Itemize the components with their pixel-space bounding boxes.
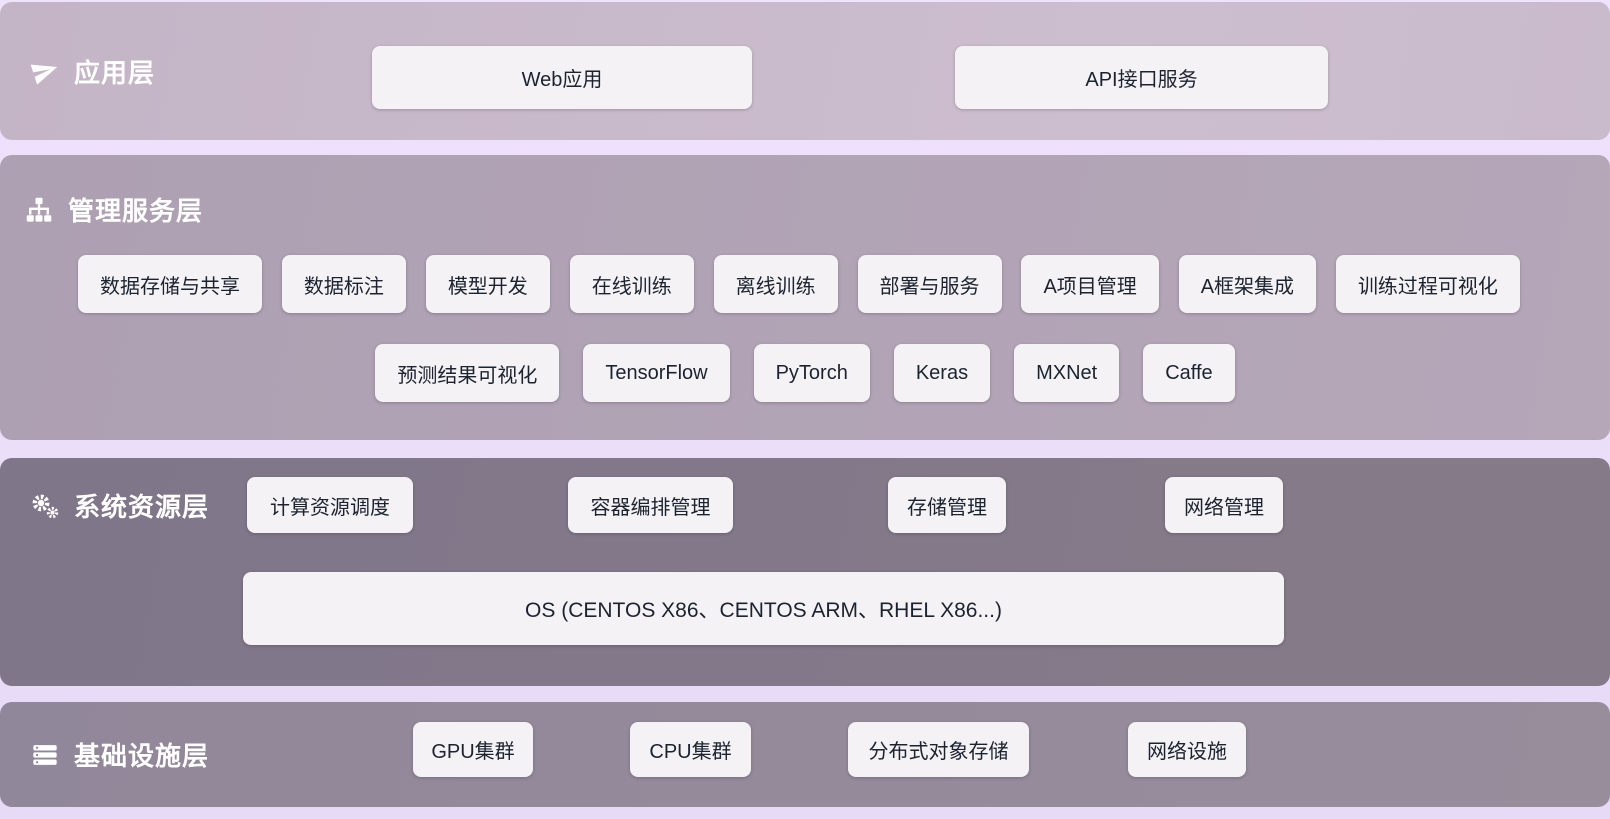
node-data-storage-sharing: 数据存储与共享 bbox=[78, 255, 262, 313]
node-prediction-visualization: 预测结果可视化 bbox=[375, 344, 560, 402]
node-data-annotation: 数据标注 bbox=[281, 255, 406, 313]
node-web-app: Web应用 bbox=[372, 46, 752, 109]
node-offline-training: 离线训练 bbox=[713, 255, 838, 313]
layer-management-title: 管理服务层 bbox=[68, 196, 204, 226]
node-network-management: 网络管理 bbox=[1165, 477, 1283, 533]
node-pytorch: PyTorch bbox=[753, 344, 870, 402]
layer-system-title: 系统资源层 bbox=[74, 492, 210, 522]
layer-infrastructure: 基础设施层 GPU集群 CPU集群 分布式对象存储 网络设施 bbox=[0, 702, 1610, 807]
rocket-icon bbox=[30, 56, 60, 86]
layer-application-header: 应用层 bbox=[30, 2, 155, 140]
layer-system-header: 系统资源层 bbox=[30, 477, 209, 534]
node-training-visualization: 训练过程可视化 bbox=[1335, 255, 1520, 313]
layer-infrastructure-title: 基础设施层 bbox=[74, 741, 210, 771]
server-icon bbox=[30, 740, 60, 770]
layer-application: 应用层 Web应用 API接口服务 bbox=[0, 2, 1610, 140]
node-network-facilities: 网络设施 bbox=[1128, 722, 1246, 777]
node-tensorflow: TensorFlow bbox=[583, 344, 730, 402]
sitemap-icon bbox=[24, 195, 54, 225]
layer-management-header: 管理服务层 bbox=[24, 191, 203, 228]
node-storage-management: 存储管理 bbox=[888, 477, 1006, 533]
node-container-orchestration: 容器编排管理 bbox=[568, 477, 733, 533]
node-compute-scheduling: 计算资源调度 bbox=[247, 477, 413, 533]
node-gpu-cluster: GPU集群 bbox=[413, 722, 533, 777]
layer-management-services: 管理服务层 数据存储与共享 数据标注 模型开发 在线训练 离线训练 部署与服务 … bbox=[0, 155, 1610, 440]
layer-infrastructure-header: 基础设施层 bbox=[30, 702, 209, 807]
node-caffe: Caffe bbox=[1143, 344, 1235, 402]
management-row-2: 预测结果可视化 TensorFlow PyTorch Keras MXNet C… bbox=[0, 344, 1610, 402]
node-ai-project-management: A项目管理 bbox=[1021, 255, 1159, 313]
node-keras: Keras bbox=[893, 344, 991, 402]
node-cpu-cluster: CPU集群 bbox=[630, 722, 751, 777]
node-online-training: 在线训练 bbox=[569, 255, 694, 313]
node-ai-framework-integration: A框架集成 bbox=[1178, 255, 1317, 313]
layer-application-title: 应用层 bbox=[74, 57, 156, 88]
node-os: OS (CENTOS X86、CENTOS ARM、RHEL X86...) bbox=[243, 572, 1284, 645]
management-row-1: 数据存储与共享 数据标注 模型开发 在线训练 离线训练 部署与服务 A项目管理 … bbox=[0, 255, 1610, 313]
gears-icon bbox=[30, 491, 60, 521]
node-mxnet: MXNet bbox=[1014, 344, 1120, 402]
layer-system-resources: 系统资源层 计算资源调度 容器编排管理 存储管理 网络管理 OS (CENTOS… bbox=[0, 458, 1610, 686]
node-api-service: API接口服务 bbox=[955, 46, 1328, 109]
node-deployment-service: 部署与服务 bbox=[857, 255, 1002, 313]
node-model-development: 模型开发 bbox=[425, 255, 550, 313]
node-distributed-object-storage: 分布式对象存储 bbox=[848, 722, 1029, 777]
